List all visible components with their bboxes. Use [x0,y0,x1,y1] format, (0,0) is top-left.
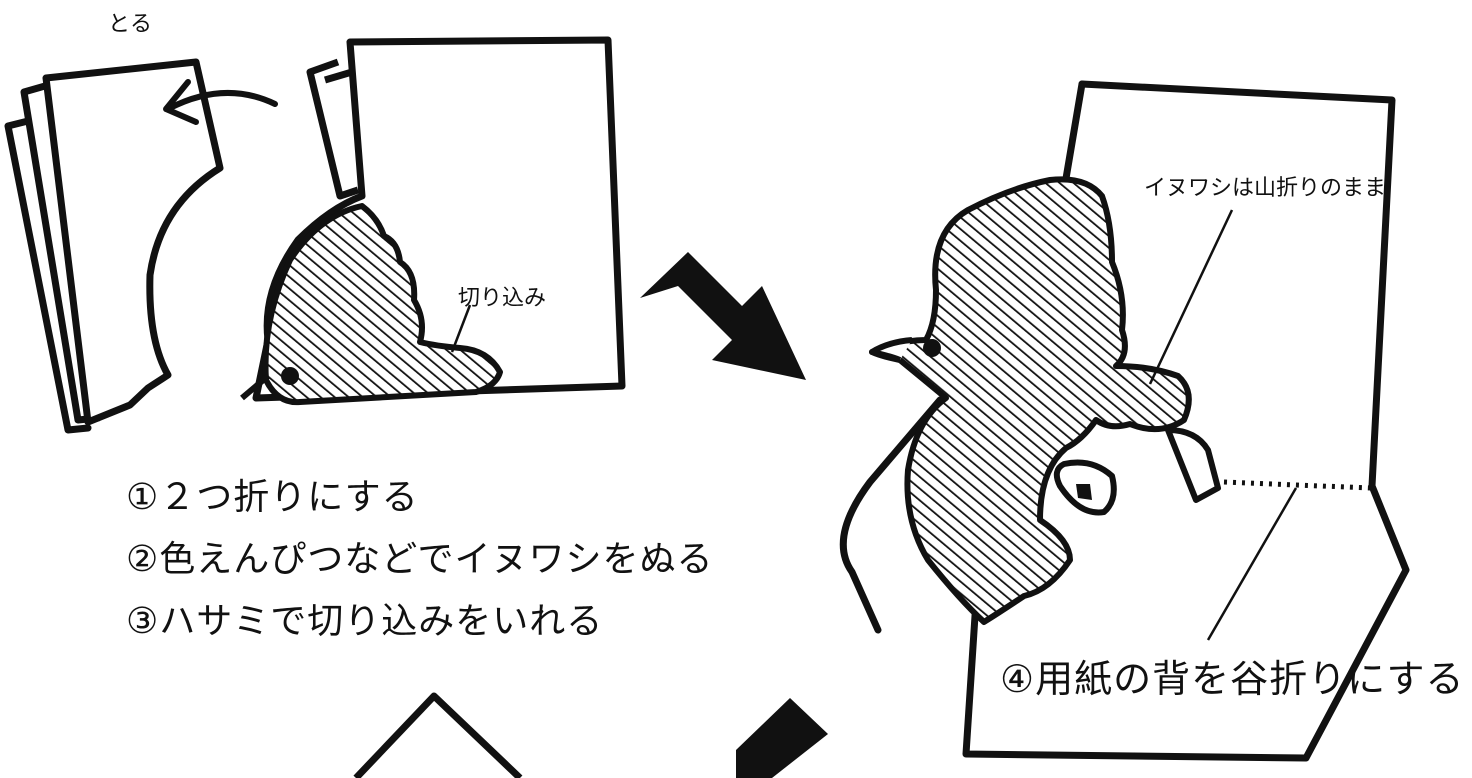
eagle-small [240,203,503,406]
step-4-text: ④用紙の背を谷折りにする [1000,657,1465,701]
bold-arrow-down-left-icon [736,698,828,778]
curved-arrow-left-icon [163,79,278,125]
mountain-fold-leader-line [1148,209,1234,385]
cut-slit-label: 切り込み [458,286,547,311]
slit-leader-line [450,304,472,353]
step-1-text: ①２つ折りにする [126,477,419,518]
mountain-fold-label: イヌワシは山折りのまま [1144,176,1387,201]
next-sheet-corner [353,692,523,778]
eagle-large [869,176,1221,625]
bold-arrow-down-right-icon [640,252,806,380]
step-2-text: ②色えんぴつなどでイヌワシをぬる [126,539,714,580]
fold-dotted-line [1223,479,1371,491]
folded-sheet-left [4,58,224,434]
step-3-text: ③ハサミで切り込みをいれる [126,601,604,642]
valley-fold-leader-line [1206,487,1298,641]
take-off-label: とる [108,12,153,37]
